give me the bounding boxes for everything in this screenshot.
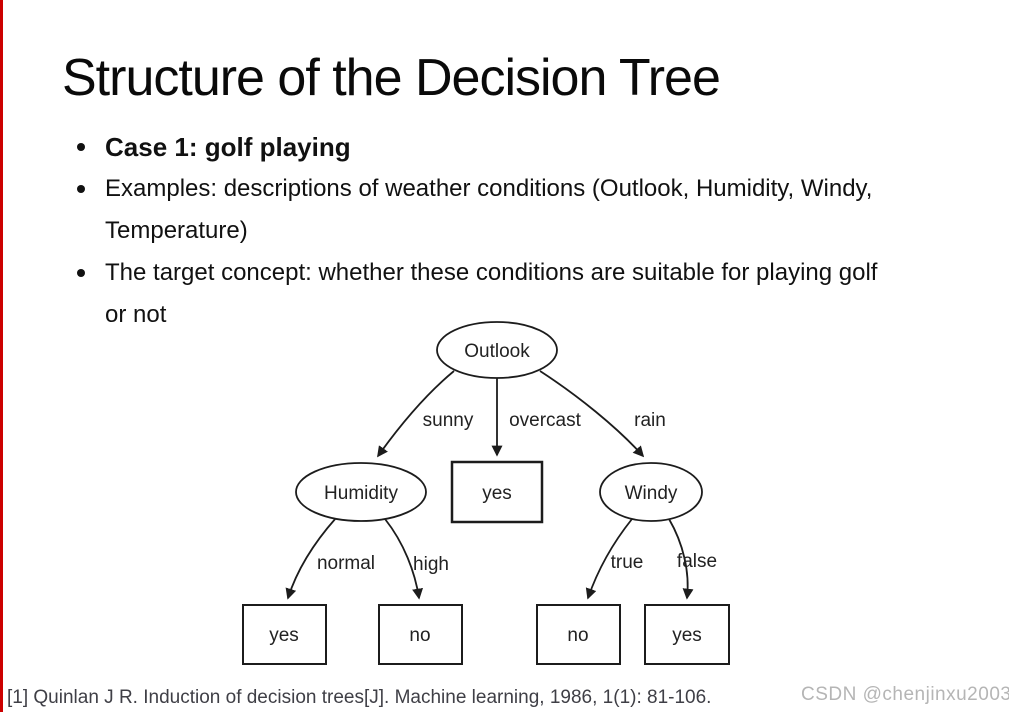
node-outlook-label: Outlook xyxy=(464,341,530,362)
edge-label-false: false xyxy=(677,551,717,572)
leaf-yes-false-shape xyxy=(644,604,730,665)
bullet-dot xyxy=(77,185,85,193)
leaf-yes-overcast-label: yes xyxy=(482,483,512,504)
node-outlook-shape xyxy=(436,321,558,379)
citation-reference: [1] Quinlan J R. Induction of decision t… xyxy=(7,687,712,708)
csdn-watermark: CSDN @chenjinxu2003 xyxy=(801,684,1009,705)
edge-high-arrow xyxy=(384,518,424,600)
leaf-no-high-shape xyxy=(378,604,463,665)
edge-true-arrow xyxy=(585,518,633,600)
left-accent-bar xyxy=(0,0,3,712)
leaf-no-high-label: no xyxy=(409,625,430,646)
bullet-item-target: The target concept: whether these condit… xyxy=(65,252,975,336)
edge-label-normal: normal xyxy=(317,553,375,574)
edge-label-sunny: sunny xyxy=(423,410,474,431)
edge-label-high: high xyxy=(413,554,449,575)
node-humidity-label: Humidity xyxy=(324,483,398,504)
bullet-item-case: Case 1: golf playing xyxy=(65,126,975,168)
bullet-text-target: The target concept: whether these condit… xyxy=(105,259,878,328)
edge-sunny-arrow xyxy=(377,370,455,458)
leaf-yes-false-label: yes xyxy=(672,625,702,646)
leaf-yes-normal-shape xyxy=(242,604,327,665)
slide-title: Structure of the Decision Tree xyxy=(62,49,721,107)
edge-false-arrow xyxy=(668,518,694,600)
edge-label-overcast: overcast xyxy=(509,410,582,431)
edge-normal-arrow xyxy=(285,517,337,600)
bullet-text-case: Case 1: golf playing xyxy=(105,132,351,162)
edge-label-true: true xyxy=(611,552,644,573)
edge-rain-arrow xyxy=(539,370,645,458)
node-windy-label: Windy xyxy=(625,483,678,504)
leaf-yes-normal-label: yes xyxy=(269,625,299,646)
bullet-dot xyxy=(77,143,85,151)
leaf-no-true-label: no xyxy=(567,625,588,646)
bullet-dot xyxy=(77,269,85,277)
edge-label-rain: rain xyxy=(634,410,666,431)
bullet-list: Case 1: golf playing Examples: descripti… xyxy=(65,126,975,336)
leaf-no-true-shape xyxy=(536,604,621,665)
leaf-yes-overcast-shape xyxy=(450,460,544,524)
node-humidity-shape xyxy=(295,462,427,522)
node-windy-shape xyxy=(599,462,703,522)
bullet-text-examples: Examples: descriptions of weather condit… xyxy=(105,175,873,244)
bullet-item-examples: Examples: descriptions of weather condit… xyxy=(65,168,975,252)
